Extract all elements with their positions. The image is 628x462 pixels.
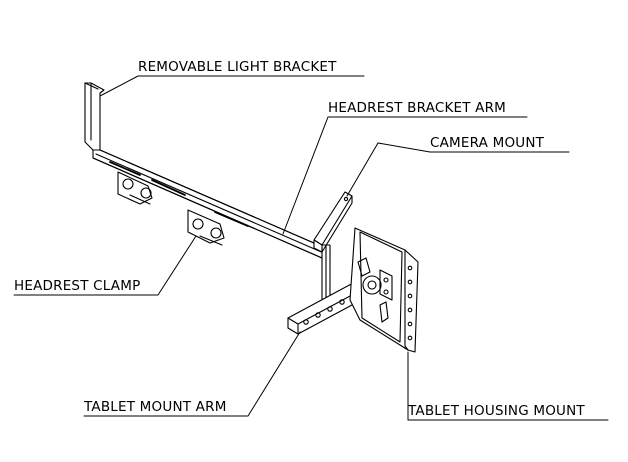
support-post xyxy=(321,244,331,301)
headrest-clamp-upper xyxy=(117,171,153,205)
camera-mount xyxy=(313,191,353,253)
label-headrest-bracket-arm: HEADREST BRACKET ARM xyxy=(328,100,507,116)
label-tablet-mount-arm: TABLET MOUNT ARM xyxy=(84,399,227,415)
label-removable-light-bracket: REMOVABLE LIGHT BRACKET xyxy=(138,59,337,75)
leader-lines xyxy=(13,75,609,421)
removable-light-bracket xyxy=(84,82,105,151)
label-headrest-clamp: HEADREST CLAMP xyxy=(14,278,141,294)
headrest-clamp-lower xyxy=(187,209,225,246)
label-tablet-housing-mount: TABLET HOUSING MOUNT xyxy=(408,403,585,419)
tablet-housing-mount xyxy=(349,227,419,353)
label-camera-mount: CAMERA MOUNT xyxy=(430,135,545,151)
